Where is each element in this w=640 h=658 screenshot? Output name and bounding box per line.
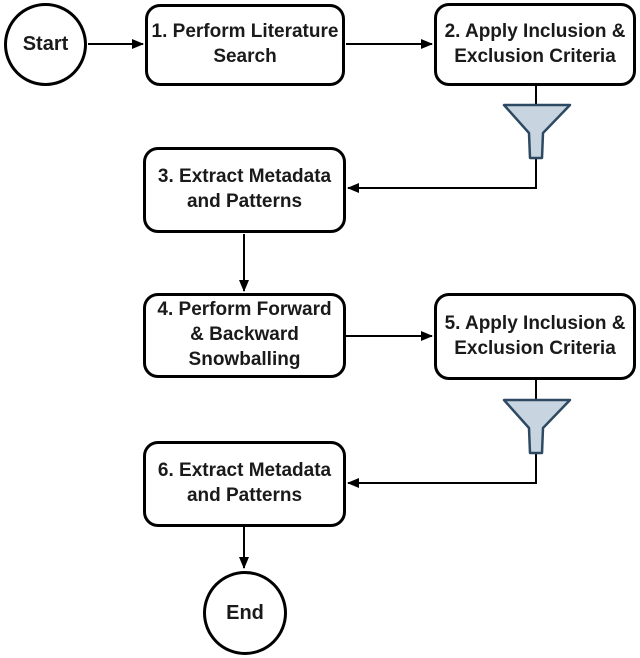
process-box-5: 5. Apply Inclusion & Exclusion Criteria: [434, 293, 636, 380]
end-node: End: [203, 571, 287, 655]
funnel-icon: [502, 398, 572, 455]
funnel-icon: [502, 103, 572, 160]
process-box-5-label: 5. Apply Inclusion & Exclusion Criteria: [444, 312, 626, 359]
process-box-3: 3. Extract Metadata and Patterns: [143, 147, 346, 233]
process-box-2-label: 2. Apply Inclusion & Exclusion Criteria: [444, 20, 626, 67]
start-label: Start: [22, 33, 69, 55]
process-box-1-label: 1. Perform Literature Search: [151, 21, 339, 67]
process-box-4-label: 4. Perform Forward & Backward Snowballin…: [157, 299, 332, 370]
process-box-6: 6. Extract Metadata and Patterns: [143, 441, 346, 527]
start-node: Start: [4, 3, 87, 86]
process-box-4: 4. Perform Forward & Backward Snowballin…: [143, 293, 346, 378]
arrow-funnel1-to-step3: [347, 158, 537, 193]
arrow-funnel2-to-step6: [347, 453, 537, 488]
end-label: End: [226, 601, 264, 624]
process-box-1: 1. Perform Literature Search: [145, 4, 345, 86]
process-box-6-label: 6. Extract Metadata and Patterns: [157, 460, 332, 506]
process-box-2: 2. Apply Inclusion & Exclusion Criteria: [434, 3, 636, 86]
process-box-3-label: 3. Extract Metadata and Patterns: [157, 166, 332, 212]
